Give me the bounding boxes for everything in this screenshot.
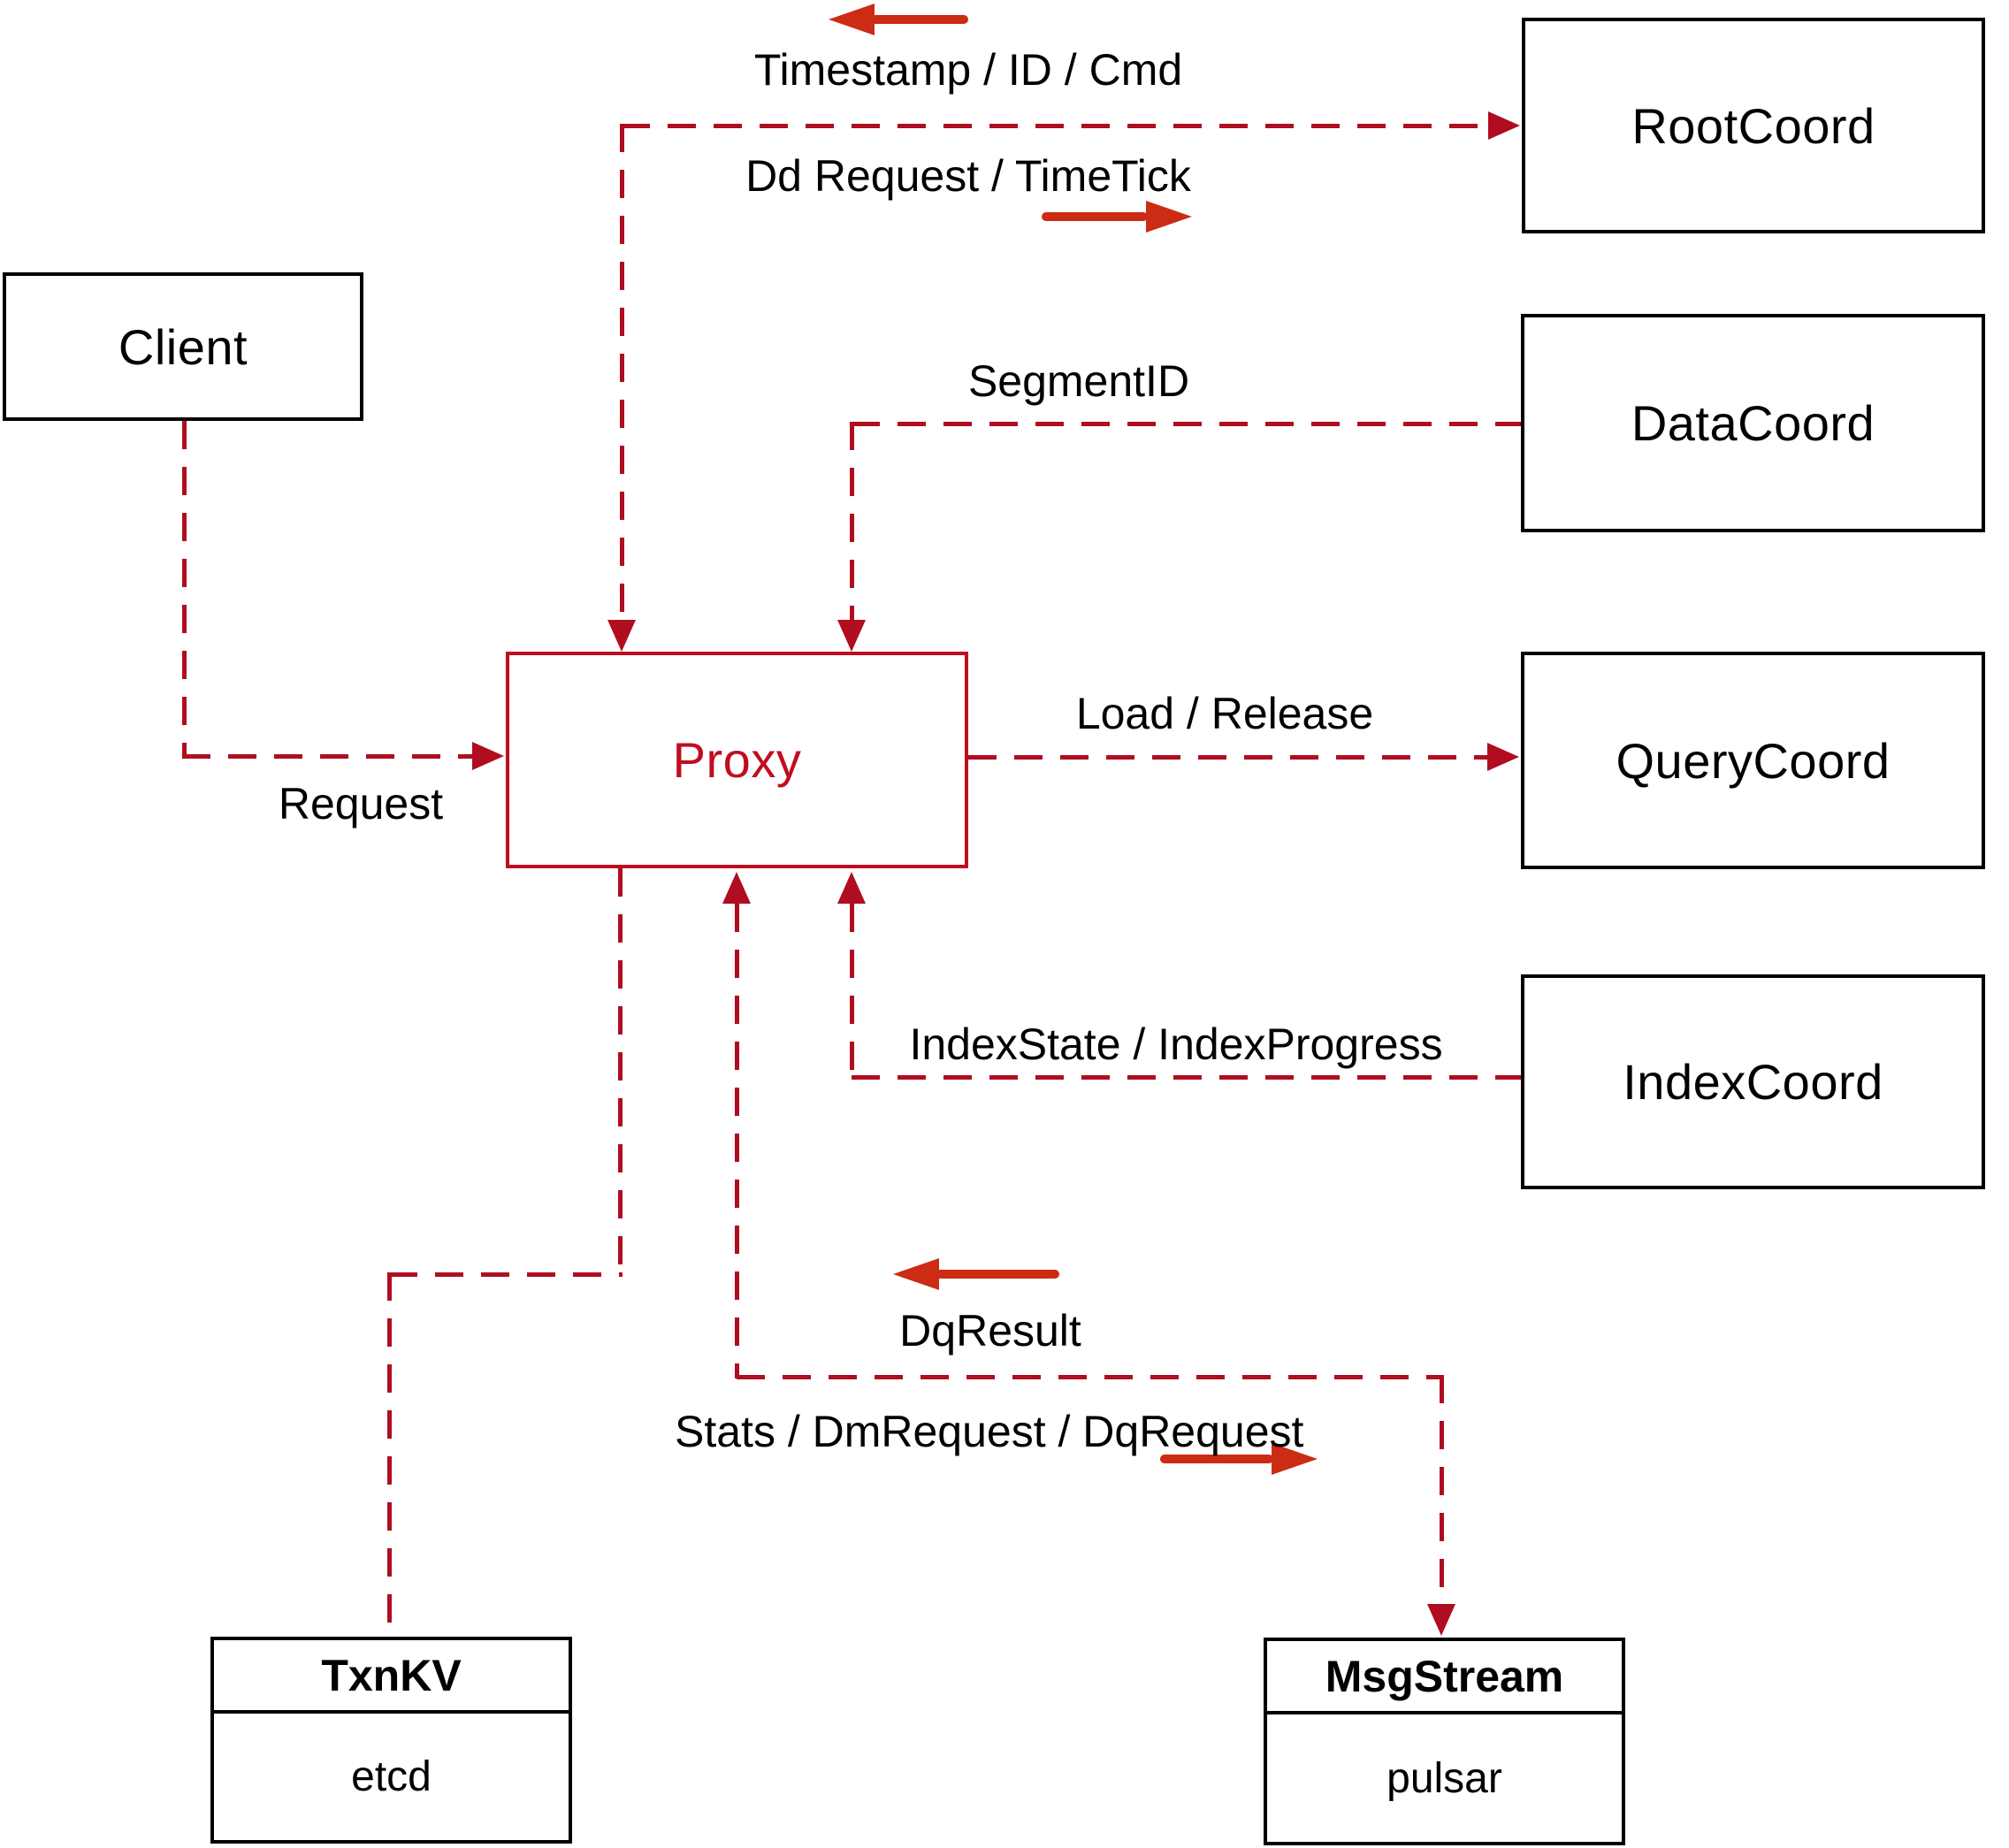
txnkv-box: TxnKV etcd (210, 1637, 572, 1844)
proxy-box: Proxy (506, 652, 968, 868)
label-stats-dmrequest-dqrequest: Stats / DmRequest / DqRequest (675, 1407, 1304, 1456)
edge-indexstate-vertical (850, 904, 854, 1080)
edge-request-horizontal (182, 754, 472, 759)
txnkv-body: etcd (351, 1753, 432, 1800)
arrowhead-dqresult-into-proxy (722, 872, 751, 904)
label-request: Request (278, 779, 444, 829)
dqresult-direction-arrow-icon (893, 1258, 939, 1290)
querycoord-label: QueryCoord (1616, 732, 1891, 789)
label-indexstate-indexprogress: IndexState / IndexProgress (909, 1019, 1443, 1069)
edge-msgstream-vertical-upper (735, 904, 739, 1378)
dqresult-direction-arrow-shaft (936, 1270, 1059, 1279)
ddrequest-direction-arrow-shaft (1042, 212, 1148, 221)
edge-segmentid-vertical (850, 422, 854, 620)
arrowhead-indexstate-into-proxy (837, 872, 866, 904)
stats-direction-arrow-shaft (1160, 1455, 1273, 1463)
arrowhead-into-querycoord (1487, 743, 1519, 771)
indexcoord-label: IndexCoord (1623, 1054, 1883, 1110)
arrowhead-into-msgstream (1427, 1604, 1455, 1636)
client-box: Client (3, 272, 363, 421)
arrowhead-rootcoord-into-proxy (607, 620, 636, 652)
label-dqresult: DqResult (899, 1306, 1081, 1355)
txnkv-header: TxnKV (214, 1640, 569, 1714)
ddrequest-direction-arrow-icon (1146, 201, 1192, 233)
label-segmentid: SegmentID (967, 356, 1190, 406)
rootcoord-box: RootCoord (1522, 18, 1985, 233)
querycoord-box: QueryCoord (1521, 652, 1985, 869)
datacoord-label: DataCoord (1631, 395, 1875, 451)
rootcoord-label: RootCoord (1631, 97, 1875, 154)
datacoord-box: DataCoord (1521, 314, 1985, 532)
timestamp-direction-arrow-shaft (871, 15, 968, 24)
stats-direction-arrow-icon (1272, 1443, 1318, 1475)
edge-txnkv-vertical-lower (387, 1272, 392, 1637)
arrowhead-segmentid-into-proxy (837, 620, 866, 652)
edge-indexstate-horizontal (852, 1075, 1521, 1080)
label-load-release: Load / Release (1075, 689, 1374, 738)
msgstream-box: MsgStream pulsar (1264, 1638, 1625, 1845)
edge-rootcoord-horizontal (622, 124, 1488, 128)
msgstream-header: MsgStream (1267, 1641, 1622, 1714)
label-dd-request-timetick: Dd Request / TimeTick (745, 151, 1191, 201)
edge-msgstream-vertical-lower (1440, 1375, 1444, 1605)
edge-msgstream-horizontal (737, 1375, 1441, 1379)
arrowhead-into-rootcoord (1488, 111, 1520, 140)
msgstream-body: pulsar (1386, 1754, 1502, 1802)
timestamp-direction-arrow-icon (829, 4, 875, 35)
indexcoord-box: IndexCoord (1521, 974, 1985, 1189)
edge-txnkv-vertical-upper (618, 868, 623, 1276)
edge-request-vertical (182, 421, 187, 756)
edge-load-horizontal (968, 755, 1487, 760)
edge-segmentid-horizontal (852, 422, 1521, 426)
edge-txnkv-horizontal (389, 1272, 623, 1277)
edge-rootcoord-vertical (620, 124, 624, 620)
client-label: Client (118, 318, 248, 375)
proxy-label: Proxy (672, 732, 802, 788)
arrowhead-request-into-proxy (472, 742, 504, 770)
label-timestamp-id-cmd: Timestamp / ID / Cmd (753, 45, 1183, 95)
